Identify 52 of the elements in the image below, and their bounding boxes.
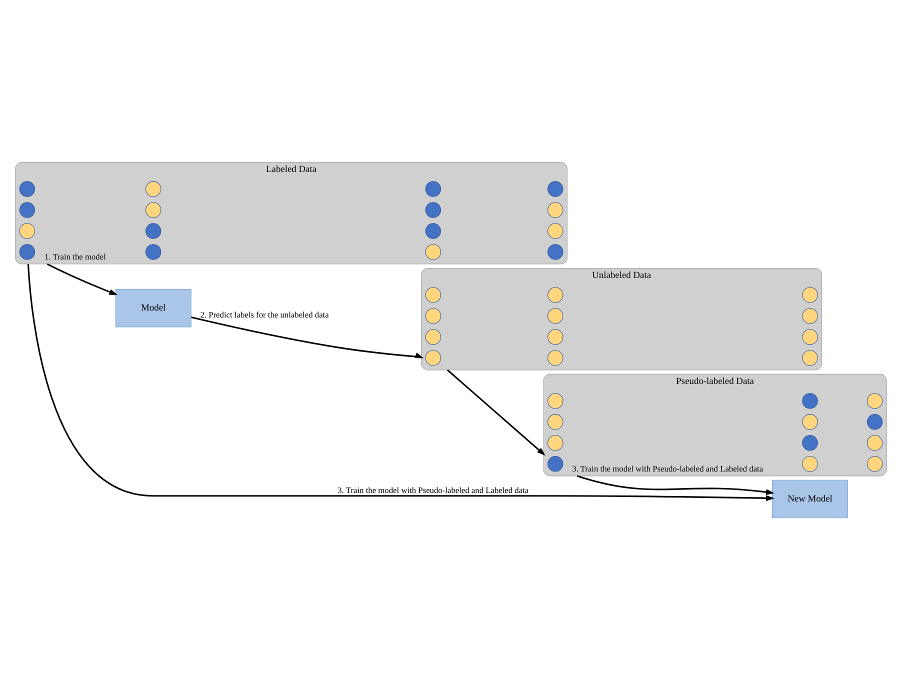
node-circle: [145, 181, 162, 197]
cluster: Unlabeled Data: [421, 268, 822, 370]
node-circle: [548, 202, 564, 218]
node-circle: [19, 181, 36, 197]
node-circle: [19, 244, 36, 260]
node-circle: [425, 202, 442, 218]
node-circle: [145, 202, 162, 218]
node-circle: [802, 287, 818, 303]
node-circle: [425, 287, 442, 303]
node-circle: [548, 181, 564, 197]
node-circle: [802, 456, 818, 472]
node-circle: [425, 308, 442, 324]
edge-label: 1. Train the model: [44, 252, 106, 262]
arrow: [27, 264, 774, 502]
node-circle: [548, 414, 564, 430]
node-circle: [866, 393, 883, 409]
node-circle: [425, 244, 442, 260]
node-circle: [145, 223, 162, 239]
node-circle: [548, 308, 564, 324]
node-box: Model: [115, 288, 192, 328]
node-circle: [548, 435, 564, 451]
node-circle: [548, 329, 564, 345]
node-circle: [425, 329, 442, 345]
node-circle: [802, 350, 818, 366]
node-circle: [548, 393, 564, 409]
node-circle: [802, 329, 818, 345]
node-circle: [19, 202, 36, 218]
node-circle: [19, 223, 36, 239]
node-circle: [425, 223, 442, 239]
arrow: [191, 316, 424, 358]
node-circle: [866, 456, 883, 472]
node-circle: [548, 287, 564, 303]
node-circle: [425, 350, 442, 366]
node-circle: [548, 244, 564, 260]
arrow: [46, 263, 118, 296]
node-circle: [866, 414, 883, 430]
node-circle: [802, 435, 818, 451]
arrow: [446, 369, 546, 456]
node-circle: [548, 350, 564, 366]
edge-label: 3. Train the model with Pseudo-labeled and Labeled data: [572, 464, 764, 474]
edge-label: 2. Predict labels for the unlabeled data: [200, 310, 329, 320]
node-circle: [145, 244, 162, 260]
node-circle: [548, 456, 564, 472]
node-circle: [425, 181, 442, 197]
edge-label: 3. Train the model with Pseudo-labeled and Labeled data: [338, 486, 529, 496]
node-box: New Model: [772, 480, 848, 518]
node-circle: [802, 414, 818, 430]
node-circle: [802, 393, 818, 409]
node-circle: [802, 308, 818, 324]
node-circle: [548, 223, 564, 239]
arrow: [576, 475, 774, 495]
node-circle: [866, 435, 883, 451]
